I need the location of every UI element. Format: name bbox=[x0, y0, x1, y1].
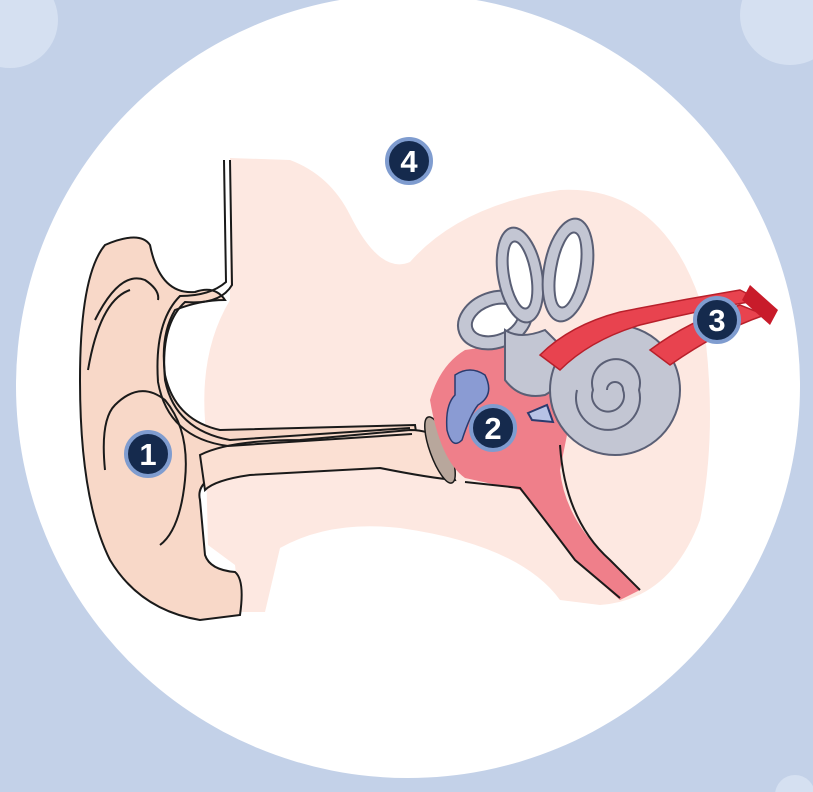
marker-outer-ear[interactable]: 1 bbox=[124, 430, 172, 478]
decor-circle-bottom-right bbox=[775, 775, 813, 792]
decor-circle-top-right bbox=[740, 0, 813, 65]
marker-auditory-nerve[interactable]: 3 bbox=[693, 296, 741, 344]
marker-skull-region[interactable]: 4 bbox=[385, 137, 433, 185]
marker-middle-ear[interactable]: 2 bbox=[469, 404, 517, 452]
decor-circle-top-left bbox=[0, 0, 58, 68]
